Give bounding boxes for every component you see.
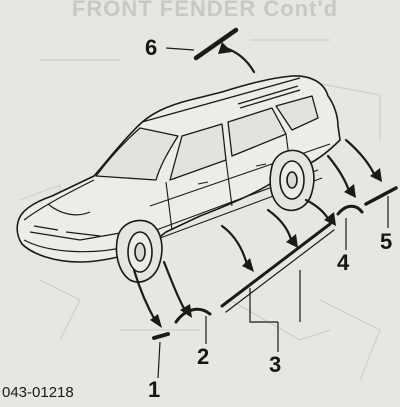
arrow-heads (150, 42, 382, 328)
molding-part-1 (152, 332, 170, 340)
front-wheel (115, 219, 163, 283)
callout-3: 3 (269, 352, 282, 377)
molding-part-6 (193, 27, 239, 61)
car-windows (95, 95, 319, 181)
callout-4: 4 (337, 250, 350, 275)
callout-5: 5 (380, 229, 393, 254)
show-through-header: FRONT FENDER Cont'd (71, 0, 339, 21)
rear-wheel (269, 149, 315, 212)
front-end-details (23, 179, 131, 253)
callout-1: 1 (148, 377, 161, 402)
figure-code: 043-01218 (2, 384, 74, 401)
roof-rails (141, 77, 301, 123)
callout-leaders (157, 47, 389, 379)
molding-part-3 (220, 222, 335, 313)
callout-6: 6 (145, 35, 158, 60)
callout-2: 2 (197, 344, 210, 369)
molding-part-2 (174, 307, 212, 324)
molding-part-4 (336, 204, 364, 216)
molding-part-5 (364, 186, 398, 206)
